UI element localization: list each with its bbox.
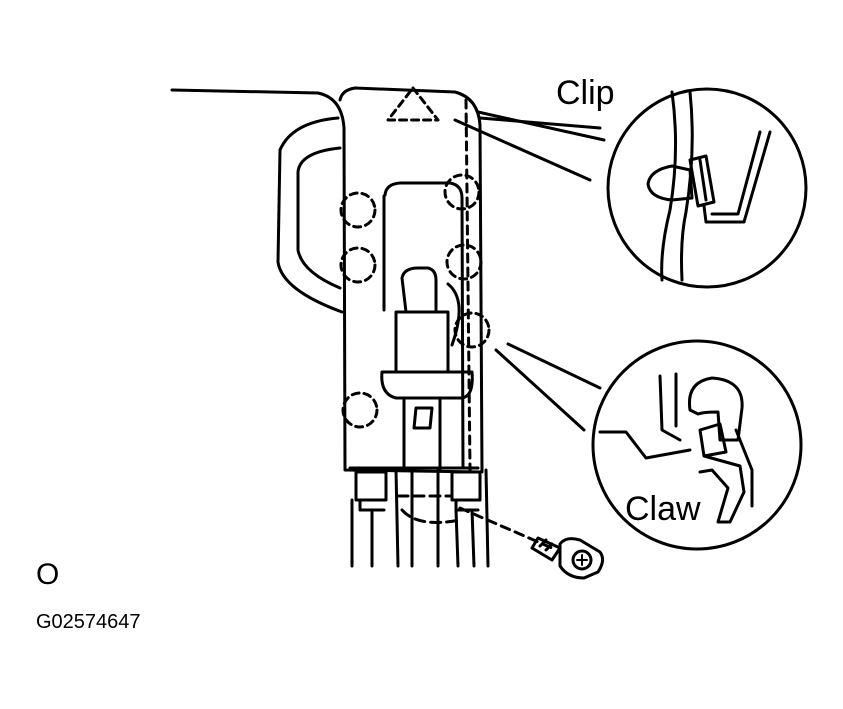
- belt-strap-curve: [446, 282, 461, 347]
- claw-marker-right-2: [445, 243, 483, 281]
- claw-marker-left-1: [339, 191, 377, 229]
- claw-detail-claw: [698, 422, 746, 524]
- belt-webbing: [402, 396, 442, 472]
- clip-detail-panel: [660, 90, 678, 282]
- pillar-garnish: [170, 86, 484, 474]
- garnish-left-wing: [276, 116, 344, 314]
- clip-detail-clip-body: [688, 154, 716, 208]
- claw-detail-hook: [734, 428, 754, 508]
- belt-slot-outline: [383, 181, 465, 470]
- claw-marker-right-3: [453, 311, 491, 349]
- lower-right-clip: [450, 470, 482, 512]
- note-label: O: [36, 558, 59, 591]
- seat-belt: [380, 266, 474, 472]
- garnish-left-wing-inner: [296, 146, 342, 290]
- claw-position-markers: [339, 173, 491, 429]
- clip-detail-bracket: [702, 130, 772, 224]
- belt-anchor-cap: [400, 266, 438, 314]
- claw-detail-callout: [494, 339, 803, 551]
- claw-detail-circle: [591, 339, 803, 551]
- clip-label: Clip: [556, 74, 615, 112]
- clip-detail-callout: [453, 87, 808, 289]
- belt-anchor-body: [394, 310, 450, 374]
- clip-detail-circle: [606, 87, 808, 289]
- claw-marker-left-3: [341, 391, 379, 429]
- claw-label: Claw: [625, 490, 701, 528]
- bolt-head-plus: [576, 554, 588, 566]
- lower-dashed-edge: [396, 494, 462, 524]
- claw-detail-trim: [598, 430, 692, 460]
- belt-tongue: [380, 370, 474, 400]
- claw-callout-leader: [494, 342, 602, 432]
- garnish-outline: [170, 86, 484, 474]
- figure-code: G02574647: [36, 611, 141, 633]
- belt-tongue-slot: [412, 406, 434, 430]
- lower-pillar: [350, 468, 490, 568]
- bolt-head-mark: [571, 549, 593, 571]
- bolt: [458, 506, 605, 580]
- bolt-flange: [558, 537, 605, 580]
- right-edge-dashed: [464, 98, 472, 472]
- clip-position-marker: [386, 86, 440, 122]
- lower-left-clip: [354, 470, 388, 512]
- clip-callout-leader: [453, 110, 606, 182]
- claw-detail-panel: [658, 372, 682, 442]
- bolt-shank: [530, 536, 562, 562]
- claw-marker-left-2: [339, 246, 377, 284]
- clip-detail-clip-head: [646, 164, 694, 202]
- clip-label-leader: [478, 116, 602, 130]
- clip-detail-panel-2: [680, 90, 694, 282]
- claw-marker-right-1: [443, 173, 481, 211]
- claw-detail-seal: [687, 376, 744, 442]
- pillar-lower-lines: [350, 468, 490, 568]
